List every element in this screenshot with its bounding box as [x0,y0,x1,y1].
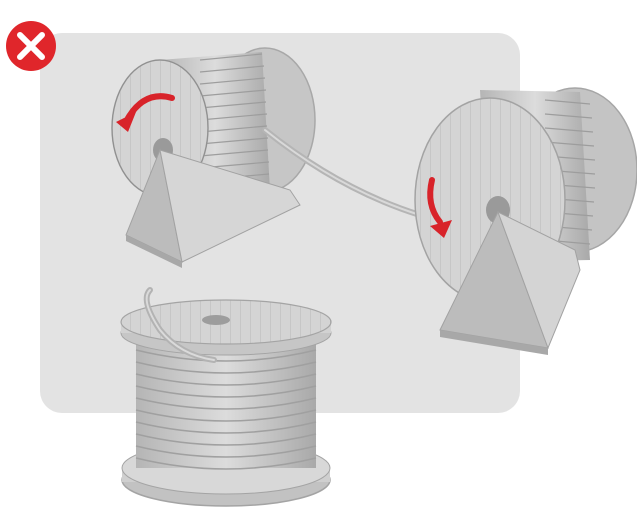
close-icon [6,21,56,71]
bottom-drum-lying-flat [121,290,331,506]
right-drum-on-stand [415,88,637,355]
left-drum-on-stand [112,48,315,268]
